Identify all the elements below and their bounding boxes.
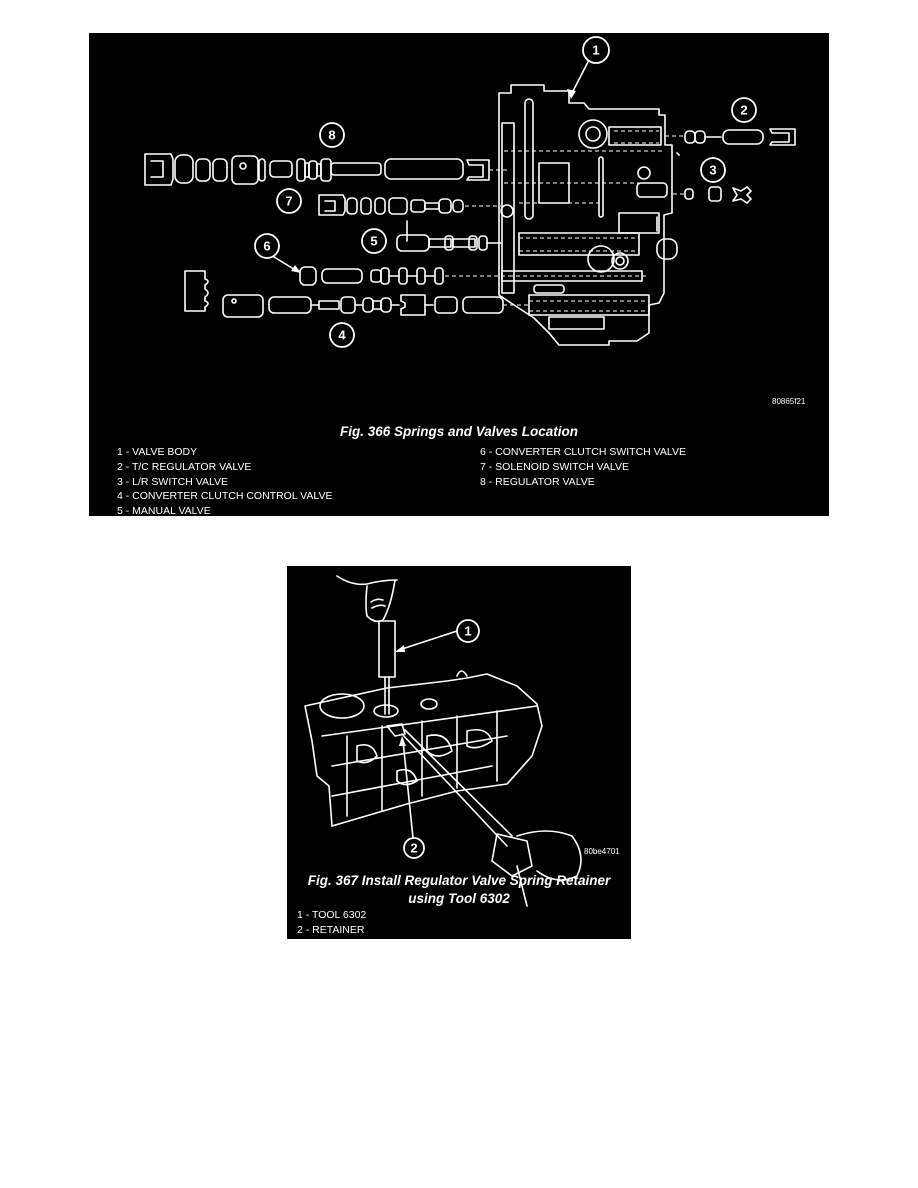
manual-valve-parts [396,220,502,252]
tc-regulator-valve-parts [665,128,796,146]
callout-1-leader [570,59,590,96]
svg-text:8: 8 [328,128,335,143]
figure-caption-line1: Fig. 367 Install Regulator Valve Spring … [307,873,611,888]
arrowhead-icon [567,89,576,99]
callout-8: 8 [319,122,345,148]
legend-item: 2 - T/C REGULATOR VALVE [117,460,252,473]
figure-reference-code: 80865f21 [772,397,806,406]
callout-1: 1 [456,619,480,643]
svg-text:6: 6 [263,239,270,254]
svg-text:1: 1 [464,624,471,639]
svg-text:2: 2 [740,103,747,118]
solenoid-switch-valve-parts [318,194,501,216]
callout-2: 2 [731,97,757,123]
legend-item: 5 - MANUAL VALVE [117,505,211,516]
legend-right: 6 - CONVERTER CLUTCH SWITCH VALVE 7 - SO… [480,445,686,489]
callout-5: 5 [361,228,387,254]
svg-text:2: 2 [410,841,417,856]
converter-clutch-switch-valve-parts [299,266,509,286]
svg-text:1: 1 [592,43,599,58]
legend: 1 - TOOL 6302 2 - RETAINER [297,908,366,938]
figure-springs-and-valves-location: 1 2 3 4 5 6 7 8 80865f21 Fig. 366 Spring… [89,33,829,516]
arrowhead-icon [395,645,405,652]
hand-with-tool-illustration [336,575,398,715]
legend-item: 2 - RETAINER [297,923,365,936]
valve-body-illustration [498,84,680,346]
callout-4: 4 [329,322,355,348]
legend-item: 1 - TOOL 6302 [297,909,367,921]
callout-3: 3 [700,157,726,183]
callout-2: 2 [403,837,425,859]
arrowhead-icon [291,265,301,273]
svg-text:5: 5 [370,234,377,249]
tool-installation-illustration: 1 2 [304,575,582,907]
legend-left: 1 - VALVE BODY 2 - T/C REGULATOR VALVE 3… [117,445,332,516]
figure-reference-code: 80be4701 [584,847,620,856]
valve-body-exploded-diagram: 1 2 3 4 5 6 7 8 [144,36,796,348]
converter-clutch-control-valve-parts [184,270,529,318]
svg-text:3: 3 [709,163,716,178]
pliers-and-retainer-illustration [386,723,582,907]
legend-item: 8 - REGULATOR VALVE [480,475,595,488]
callout-1-leader [398,630,458,651]
regulator-valve-parts [144,153,509,186]
figure-caption: Fig. 366 Springs and Valves Location [339,424,579,439]
callout-2-leader [402,740,414,839]
legend-item: 4 - CONVERTER CLUTCH CONTROL VALVE [117,490,333,503]
legend-item: 1 - VALVE BODY [117,446,198,458]
arrowhead-icon [399,736,406,746]
legend-item: 3 - L/R SWITCH VALVE [117,475,229,488]
legend-item: 6 - CONVERTER CLUTCH SWITCH VALVE [480,446,686,458]
figure-install-regulator-valve-spring-retainer: 1 2 80be4701 Fig. 367 Install Regulator … [287,566,631,939]
svg-text:4: 4 [338,328,346,343]
callout-6: 6 [254,233,280,259]
legend-item: 7 - SOLENOID SWITCH VALVE [480,460,629,473]
valve-body-illustration [304,670,543,827]
figure-caption-line2: using Tool 6302 [408,891,510,906]
lr-switch-valve-parts [673,186,752,204]
callout-7: 7 [276,188,302,214]
svg-text:7: 7 [285,194,292,209]
callout-1: 1 [582,36,610,64]
